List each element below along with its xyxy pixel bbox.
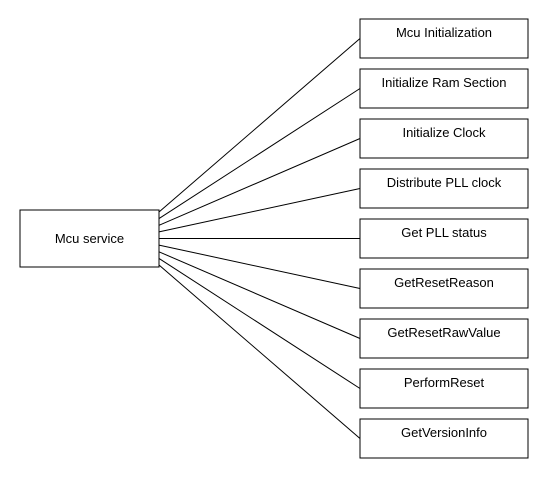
- connector-line: [158, 244, 361, 289]
- child-node: Distribute PLL clock: [359, 168, 529, 209]
- child-node: Get PLL status: [359, 218, 529, 259]
- child-node-label: Mcu Initialization: [396, 25, 492, 40]
- connector-line: [158, 38, 361, 213]
- child-node-label: Distribute PLL clock: [387, 175, 502, 190]
- child-node: Initialize Ram Section: [359, 68, 529, 109]
- connector-line: [158, 138, 361, 226]
- connector-line: [158, 251, 361, 339]
- child-node-label: GetResetRawValue: [387, 325, 500, 340]
- connector-line: [158, 264, 361, 439]
- child-node: GetResetReason: [359, 268, 529, 309]
- connector-lines: [158, 38, 361, 439]
- child-node: GetResetRawValue: [359, 318, 529, 359]
- root-node-label: Mcu service: [55, 231, 124, 246]
- connector-line: [158, 257, 361, 389]
- child-node: PerformReset: [359, 368, 529, 409]
- root-node: Mcu service: [19, 209, 160, 268]
- child-node-box: [359, 318, 529, 359]
- child-node-label: GetResetReason: [394, 275, 494, 290]
- child-node-label: Initialize Clock: [402, 125, 486, 140]
- connector-line: [158, 188, 361, 233]
- child-node-box: [359, 268, 529, 309]
- child-node: GetVersionInfo: [359, 418, 529, 459]
- child-node-label: Initialize Ram Section: [382, 75, 507, 90]
- child-node-box: [359, 218, 529, 259]
- child-node-box: [359, 368, 529, 409]
- child-node-box: [359, 118, 529, 159]
- connector-line: [158, 88, 361, 220]
- child-node-box: [359, 418, 529, 459]
- child-node-box: [359, 168, 529, 209]
- child-node: Initialize Clock: [359, 118, 529, 159]
- child-node: Mcu Initialization: [359, 18, 529, 59]
- child-node-label: GetVersionInfo: [401, 425, 487, 440]
- child-node-box: [359, 18, 529, 59]
- root-node-box: [19, 209, 160, 268]
- child-node-label: Get PLL status: [401, 225, 487, 240]
- child-node-label: PerformReset: [404, 375, 485, 390]
- child-node-box: [359, 68, 529, 109]
